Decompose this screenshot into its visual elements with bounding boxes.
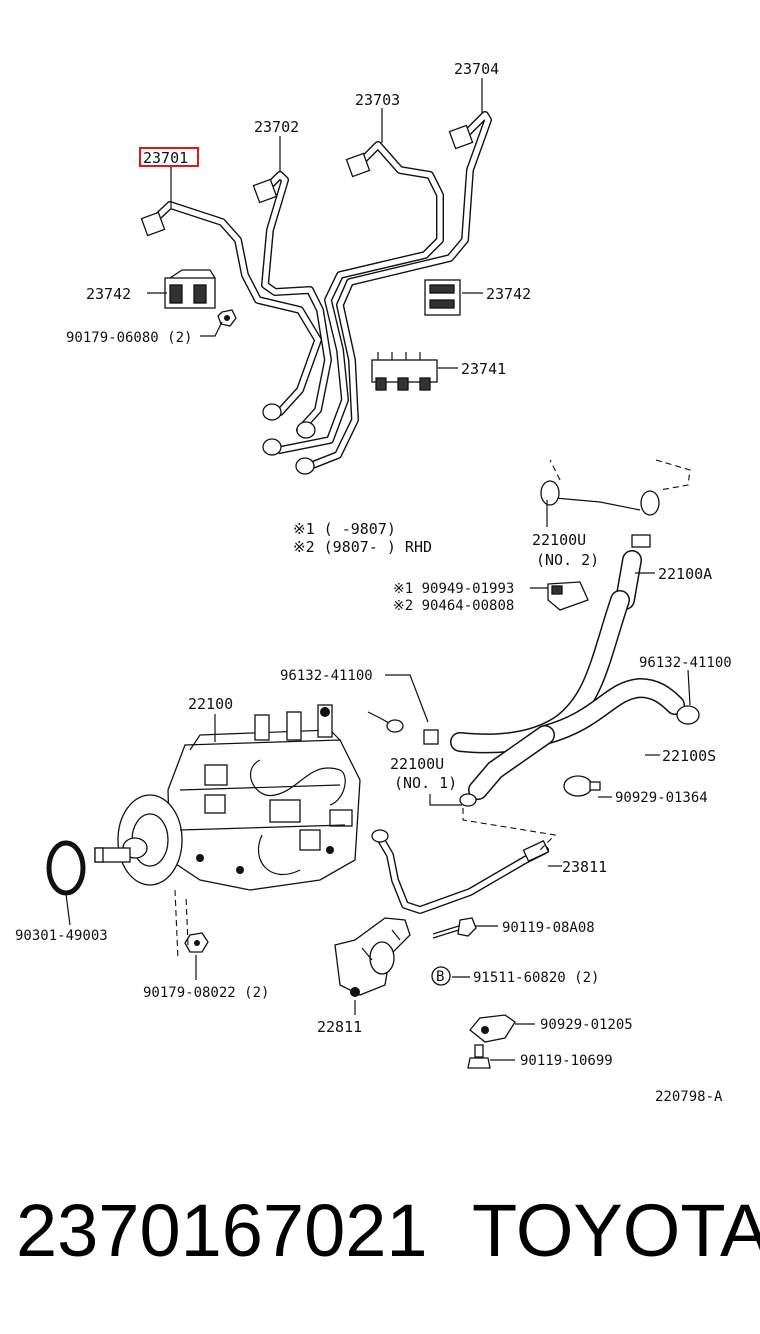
dashed-guides [174,808,557,961]
clamp-23742-left [164,269,216,309]
label-23741[interactable]: 23741 [461,360,506,378]
label-23704[interactable]: 23704 [454,60,499,78]
clamp-23741 [371,352,438,391]
clamp-90929-01205 [469,1014,516,1043]
callout-labels: 23701 23702 23703 23704 23742 23742 9017… [15,60,732,1105]
label-23742-right[interactable]: 23742 [486,285,531,303]
bolt-90119-08A08 [432,917,477,939]
label-90301-49003[interactable]: 90301-49003 [15,928,108,944]
label-22100U-no1[interactable]: 22100U [390,755,444,773]
part-number: 2370167021 [16,1189,428,1272]
label-23703[interactable]: 23703 [355,91,400,109]
label-90464-00808[interactable]: ※2 90464-00808 [393,598,514,614]
label-90179-06080[interactable]: 90179-06080 (2) [66,330,192,346]
injection-pump-22100 [94,704,361,891]
bolt-91511-60820 [431,966,451,986]
injection-pipes [140,111,492,475]
highlight-box [139,147,199,167]
label-23742-left[interactable]: 23742 [86,285,131,303]
label-22100S[interactable]: 22100S [662,747,716,765]
pipe-23811 [371,829,550,914]
fuel-hoses [367,459,700,807]
footer: 2370167021 TOYOTA [16,1189,760,1272]
label-23702[interactable]: 23702 [254,118,299,136]
note-2: ※2 (9807- ) RHD [293,538,432,556]
clamp-23742-right [424,279,461,316]
label-22811[interactable]: 22811 [317,1018,362,1036]
note-1: ※1 ( -9807) [293,520,396,538]
label-B-mark: B [436,969,444,985]
o-ring-90301-49003 [46,840,86,896]
label-90949-01993[interactable]: ※1 90949-01993 [393,581,514,597]
diagram-code: 220798-A [655,1089,723,1105]
bolt-90119-10699 [467,1044,491,1069]
label-90179-08022[interactable]: 90179-08022 (2) [143,985,269,1001]
label-90119-10699[interactable]: 90119-10699 [520,1053,613,1069]
label-90929-01364[interactable]: 90929-01364 [615,790,708,806]
label-96132-41100-right[interactable]: 96132-41100 [639,655,732,671]
label-22100A[interactable]: 22100A [658,565,712,583]
label-22100U-no2-sub: (NO. 2) [536,551,599,569]
label-22100U-no1-sub: (NO. 1) [394,774,457,792]
label-96132-41100-left[interactable]: 96132-41100 [280,668,373,684]
label-23701[interactable]: 23701 [143,149,188,167]
nut-90179-08022 [184,932,209,953]
label-22100U-no2[interactable]: 22100U [532,531,586,549]
label-91511-60820[interactable]: 91511-60820 (2) [473,970,599,986]
label-23811[interactable]: 23811 [562,858,607,876]
label-22100[interactable]: 22100 [188,695,233,713]
bracket-22811 [334,917,411,997]
brand-name: TOYOTA [472,1189,760,1272]
leader-lines [65,78,691,1061]
nut-90179-06080 [217,309,237,327]
label-90929-01205[interactable]: 90929-01205 [540,1017,633,1033]
label-90119-08A08[interactable]: 90119-08A08 [502,920,595,936]
